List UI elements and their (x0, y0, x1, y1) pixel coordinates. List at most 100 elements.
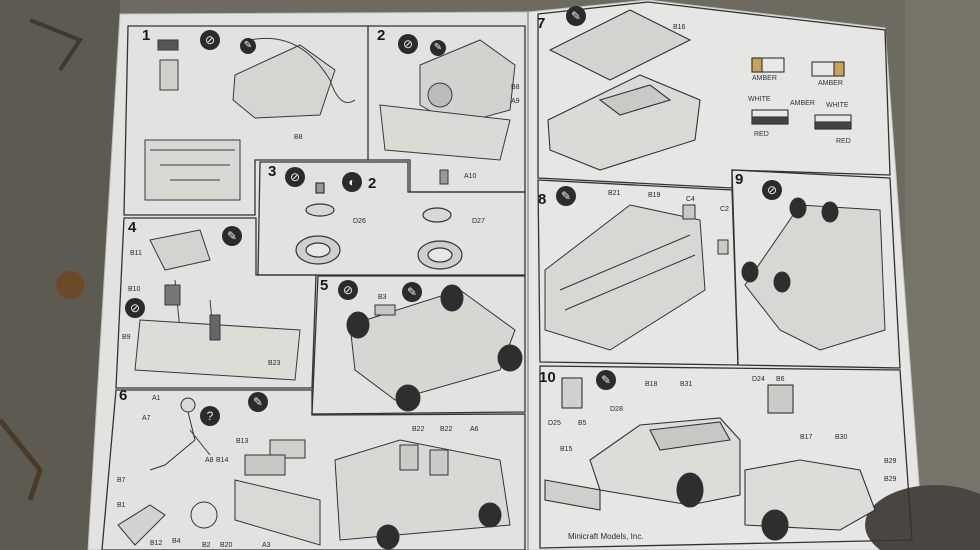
part-label: A10 (464, 173, 477, 180)
part-label: B22 (440, 426, 453, 433)
p6-driver-head (180, 397, 196, 413)
p4-floor (134, 319, 301, 381)
p1-dash-frame (144, 139, 241, 201)
p3-rim-right (422, 207, 452, 223)
part-label: B4 (172, 538, 181, 545)
p1-cylinder (159, 59, 179, 91)
cement-icon: ✎ (222, 226, 242, 246)
p1-hammer (157, 39, 179, 51)
part-label: A3 (262, 542, 271, 549)
part-label: B21 (608, 190, 621, 197)
p6-wheel-left (376, 524, 400, 550)
no-cement-icon: ⊘ (338, 280, 358, 300)
part-label: B1 (117, 502, 126, 509)
panel-10-frame (539, 365, 913, 549)
p4-frame-a (149, 229, 211, 271)
ground-debris (29, 18, 84, 72)
p8-part-c2 (717, 239, 729, 255)
part-label: B20 (220, 542, 233, 549)
part-label: B23 (268, 360, 281, 367)
p4-part-b23 (209, 314, 221, 341)
swatch-amber-left-fill (751, 57, 763, 73)
part-label: A6 (470, 426, 479, 433)
p1-dash-detail (150, 149, 235, 181)
step-number-7: 7 (537, 15, 546, 32)
p3-tire-left-inner (305, 242, 331, 258)
step-number-3: 3 (268, 163, 277, 180)
part-label: B14 (216, 457, 229, 464)
part-label: A9 (511, 98, 520, 105)
p5-wheel-rr (497, 344, 523, 372)
part-label: B29 (884, 476, 897, 483)
step-number-4: 4 (128, 219, 137, 236)
part-label: B22 (412, 426, 425, 433)
part-label: B31 (680, 381, 693, 388)
step-number-1: 1 (142, 27, 151, 44)
p10-rear-wheel (761, 509, 789, 541)
panel-4-frame (115, 217, 317, 389)
p5-part-b3 (374, 304, 396, 316)
p6-seat-b22b (429, 449, 449, 476)
part-label: B2 (202, 542, 211, 549)
swatch-red-left-fill (751, 116, 789, 125)
p6-steering-wheel (190, 501, 218, 529)
part-label: A1 (152, 395, 161, 402)
part-label: B8 (511, 84, 520, 91)
no-cement-icon: ⊘ (285, 167, 305, 187)
p8-panel-detail (559, 234, 696, 311)
p6-part-b13 (269, 439, 306, 459)
p3-rim-left (305, 203, 335, 217)
p6-interior (334, 439, 511, 541)
p9-wheel-1 (789, 197, 807, 219)
no-cement-icon: ⊘ (762, 180, 782, 200)
p10-front-wheel (676, 472, 704, 508)
cement-icon: ✎ (596, 370, 616, 390)
p6-seat-b22a (399, 444, 419, 471)
ground-leaf (56, 271, 84, 299)
part-label: D25 (548, 420, 561, 427)
part-label: B7 (117, 477, 126, 484)
part-label: B19 (648, 192, 661, 199)
step-number-8: 8 (538, 191, 547, 208)
step-number-3-variant: 2 (368, 175, 377, 192)
step-number-6: 6 (119, 387, 128, 404)
step-number-10: 10 (539, 369, 556, 386)
legend-white-right: WHITE (826, 102, 849, 109)
no-cement-icon: ⊘ (125, 298, 145, 318)
legend-amber-mid: AMBER (790, 100, 815, 107)
part-label: B10 (128, 286, 141, 293)
p1-wire (249, 37, 356, 103)
part-label: D26 (353, 218, 366, 225)
part-label: B29 (884, 458, 897, 465)
p10-part-b6 (767, 384, 794, 414)
p6-driver-figure (149, 399, 211, 471)
legend-red-left: RED (754, 131, 769, 138)
p4-part-b10 (164, 284, 181, 306)
swatch-amber-right-fill (833, 61, 845, 77)
manufacturer-credit: Minicraft Models, Inc. (568, 532, 644, 541)
cement-icon: ✎ (240, 38, 256, 54)
part-label: B30 (835, 434, 848, 441)
part-label: B3 (378, 294, 387, 301)
part-label: A7 (142, 415, 151, 422)
panel-5-frame (311, 275, 526, 415)
part-label: A8 (205, 457, 214, 464)
cement-icon: ✎ (402, 282, 422, 302)
p10-bumper (544, 479, 601, 511)
cement-icon: ✎ (566, 6, 586, 26)
p7-roof (548, 9, 692, 81)
p5-wheel-fr (440, 284, 464, 312)
part-label: B9 (122, 334, 131, 341)
legend-amber-right: AMBER (818, 80, 843, 87)
p10-windshield (649, 421, 731, 451)
part-label: B17 (800, 434, 813, 441)
part-label: B11 (130, 250, 142, 257)
ground-twig (0, 418, 43, 501)
p6-seat-b12 (117, 504, 166, 546)
part-label: D24 (752, 376, 765, 383)
p5-wheel-rl (395, 384, 421, 412)
p5-wheel-fl (346, 311, 370, 339)
cement-icon: ✎ (248, 392, 268, 412)
cement-icon: ✎ (430, 40, 446, 56)
